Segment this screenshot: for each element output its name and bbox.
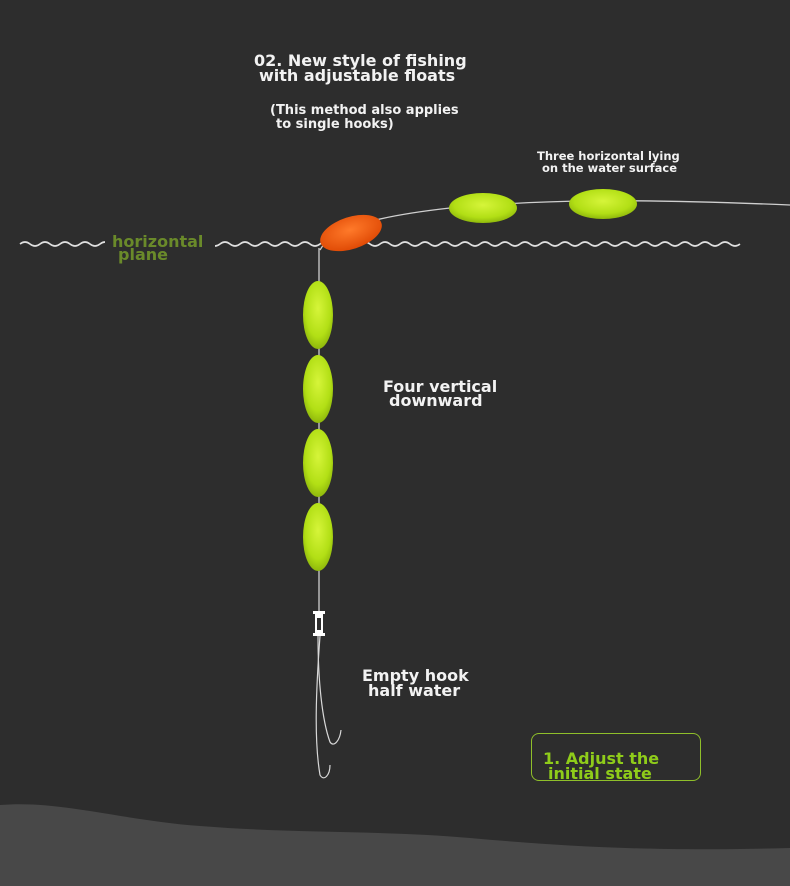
float-surface-2 [569, 189, 637, 219]
surface-label-line-2: on the water surface [542, 161, 678, 175]
fishing-line-surface [319, 200, 790, 251]
float-vertical-3 [303, 429, 333, 497]
float-vertical-4 [303, 503, 333, 571]
plane-label-line-2: plane [118, 245, 168, 264]
title-line-2: with adjustable floats [259, 66, 456, 85]
swivel-connector [313, 611, 325, 636]
hook-label-line-1: Empty hook [362, 666, 469, 685]
float-surface-1 [449, 193, 517, 223]
step-badge [531, 733, 701, 781]
float-vertical-2 [303, 355, 333, 423]
hook-line-1 [317, 635, 342, 745]
surface-label-line-1: Three horizontal lying [537, 149, 680, 163]
vertical-label-line-1: Four vertical [383, 377, 498, 396]
step-badge-line-1: 1. Adjust the [543, 749, 660, 768]
float-vertical-1 [303, 281, 333, 349]
note-line-2: to single hooks) [276, 117, 394, 132]
plane-label-line-1: horizontal [112, 232, 204, 251]
ground-wave [0, 804, 790, 886]
float-orange-tilted [320, 214, 382, 252]
vertical-label-line-2: downward [389, 391, 483, 410]
title-line-1: 02. New style of fishing [254, 51, 467, 70]
plane-label-backdrop [105, 232, 215, 266]
hook-label-line-2: half water [368, 681, 461, 700]
step-badge-line-2: initial state [548, 764, 652, 783]
note-line-1: (This method also applies [270, 103, 459, 118]
hook-line-2 [315, 635, 331, 779]
